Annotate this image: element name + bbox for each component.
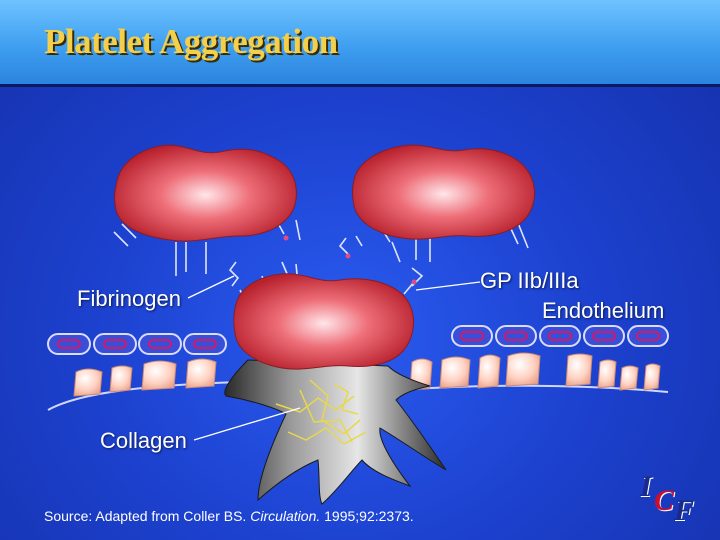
endothelial-cells bbox=[73, 352, 661, 397]
leader-lines bbox=[187, 275, 481, 441]
fibrinogen-leader bbox=[187, 275, 235, 299]
endothelial-cell bbox=[565, 353, 593, 387]
fibrinogen-label: Fibrinogen bbox=[77, 286, 181, 311]
gp-receptors bbox=[283, 235, 417, 285]
red-cell bbox=[583, 325, 625, 347]
endothelial-cell bbox=[619, 365, 639, 391]
red-cell bbox=[627, 325, 669, 347]
red-cell bbox=[539, 325, 581, 347]
logo-letter-f: F bbox=[674, 494, 695, 527]
endothelial-cell bbox=[185, 358, 217, 389]
source-suffix: 1995;92:2373. bbox=[320, 508, 414, 524]
logo-letter-c: C bbox=[654, 484, 675, 517]
platelet-left bbox=[114, 144, 297, 242]
red-cell bbox=[451, 325, 493, 347]
red-cells bbox=[47, 325, 669, 355]
gp-leader bbox=[415, 281, 481, 291]
endothelial-cell bbox=[477, 354, 501, 389]
endothelial-cell bbox=[505, 352, 541, 387]
red-cell bbox=[47, 333, 91, 355]
platelet-center bbox=[233, 273, 414, 370]
title-bar bbox=[0, 0, 720, 87]
source-journal: Circulation. bbox=[250, 508, 321, 524]
collagen-label: Collagen bbox=[100, 428, 187, 453]
source-citation: Source: Adapted from Coller BS. Circulat… bbox=[44, 508, 414, 524]
endothelial-cell bbox=[73, 368, 103, 397]
red-cell bbox=[183, 333, 227, 355]
platelet-right bbox=[352, 144, 536, 240]
red-cell bbox=[138, 333, 182, 355]
slide-title: Platelet Aggregation bbox=[44, 22, 338, 61]
endothelium-label: Endothelium bbox=[542, 298, 665, 323]
red-cell bbox=[93, 333, 137, 355]
red-cell-nuclei bbox=[57, 331, 660, 349]
red-cell bbox=[495, 325, 537, 347]
endothelial-cell bbox=[141, 360, 177, 391]
endothelial-cell bbox=[597, 359, 617, 389]
collagen-leader bbox=[193, 407, 301, 441]
endothelium-line-right bbox=[399, 384, 669, 393]
icf-logo: I C F bbox=[636, 470, 716, 530]
logo-letter-i: I bbox=[640, 470, 652, 503]
source-prefix: Source: Adapted from Coller BS. bbox=[44, 508, 251, 524]
endothelial-cell bbox=[643, 363, 661, 391]
collagen bbox=[224, 359, 447, 505]
endothelial-cell bbox=[439, 356, 471, 389]
gp-iib-iiia-label: GP IIb/IIIa bbox=[480, 268, 579, 293]
endothelial-cell bbox=[109, 365, 133, 393]
collagen-fibers bbox=[275, 379, 367, 445]
